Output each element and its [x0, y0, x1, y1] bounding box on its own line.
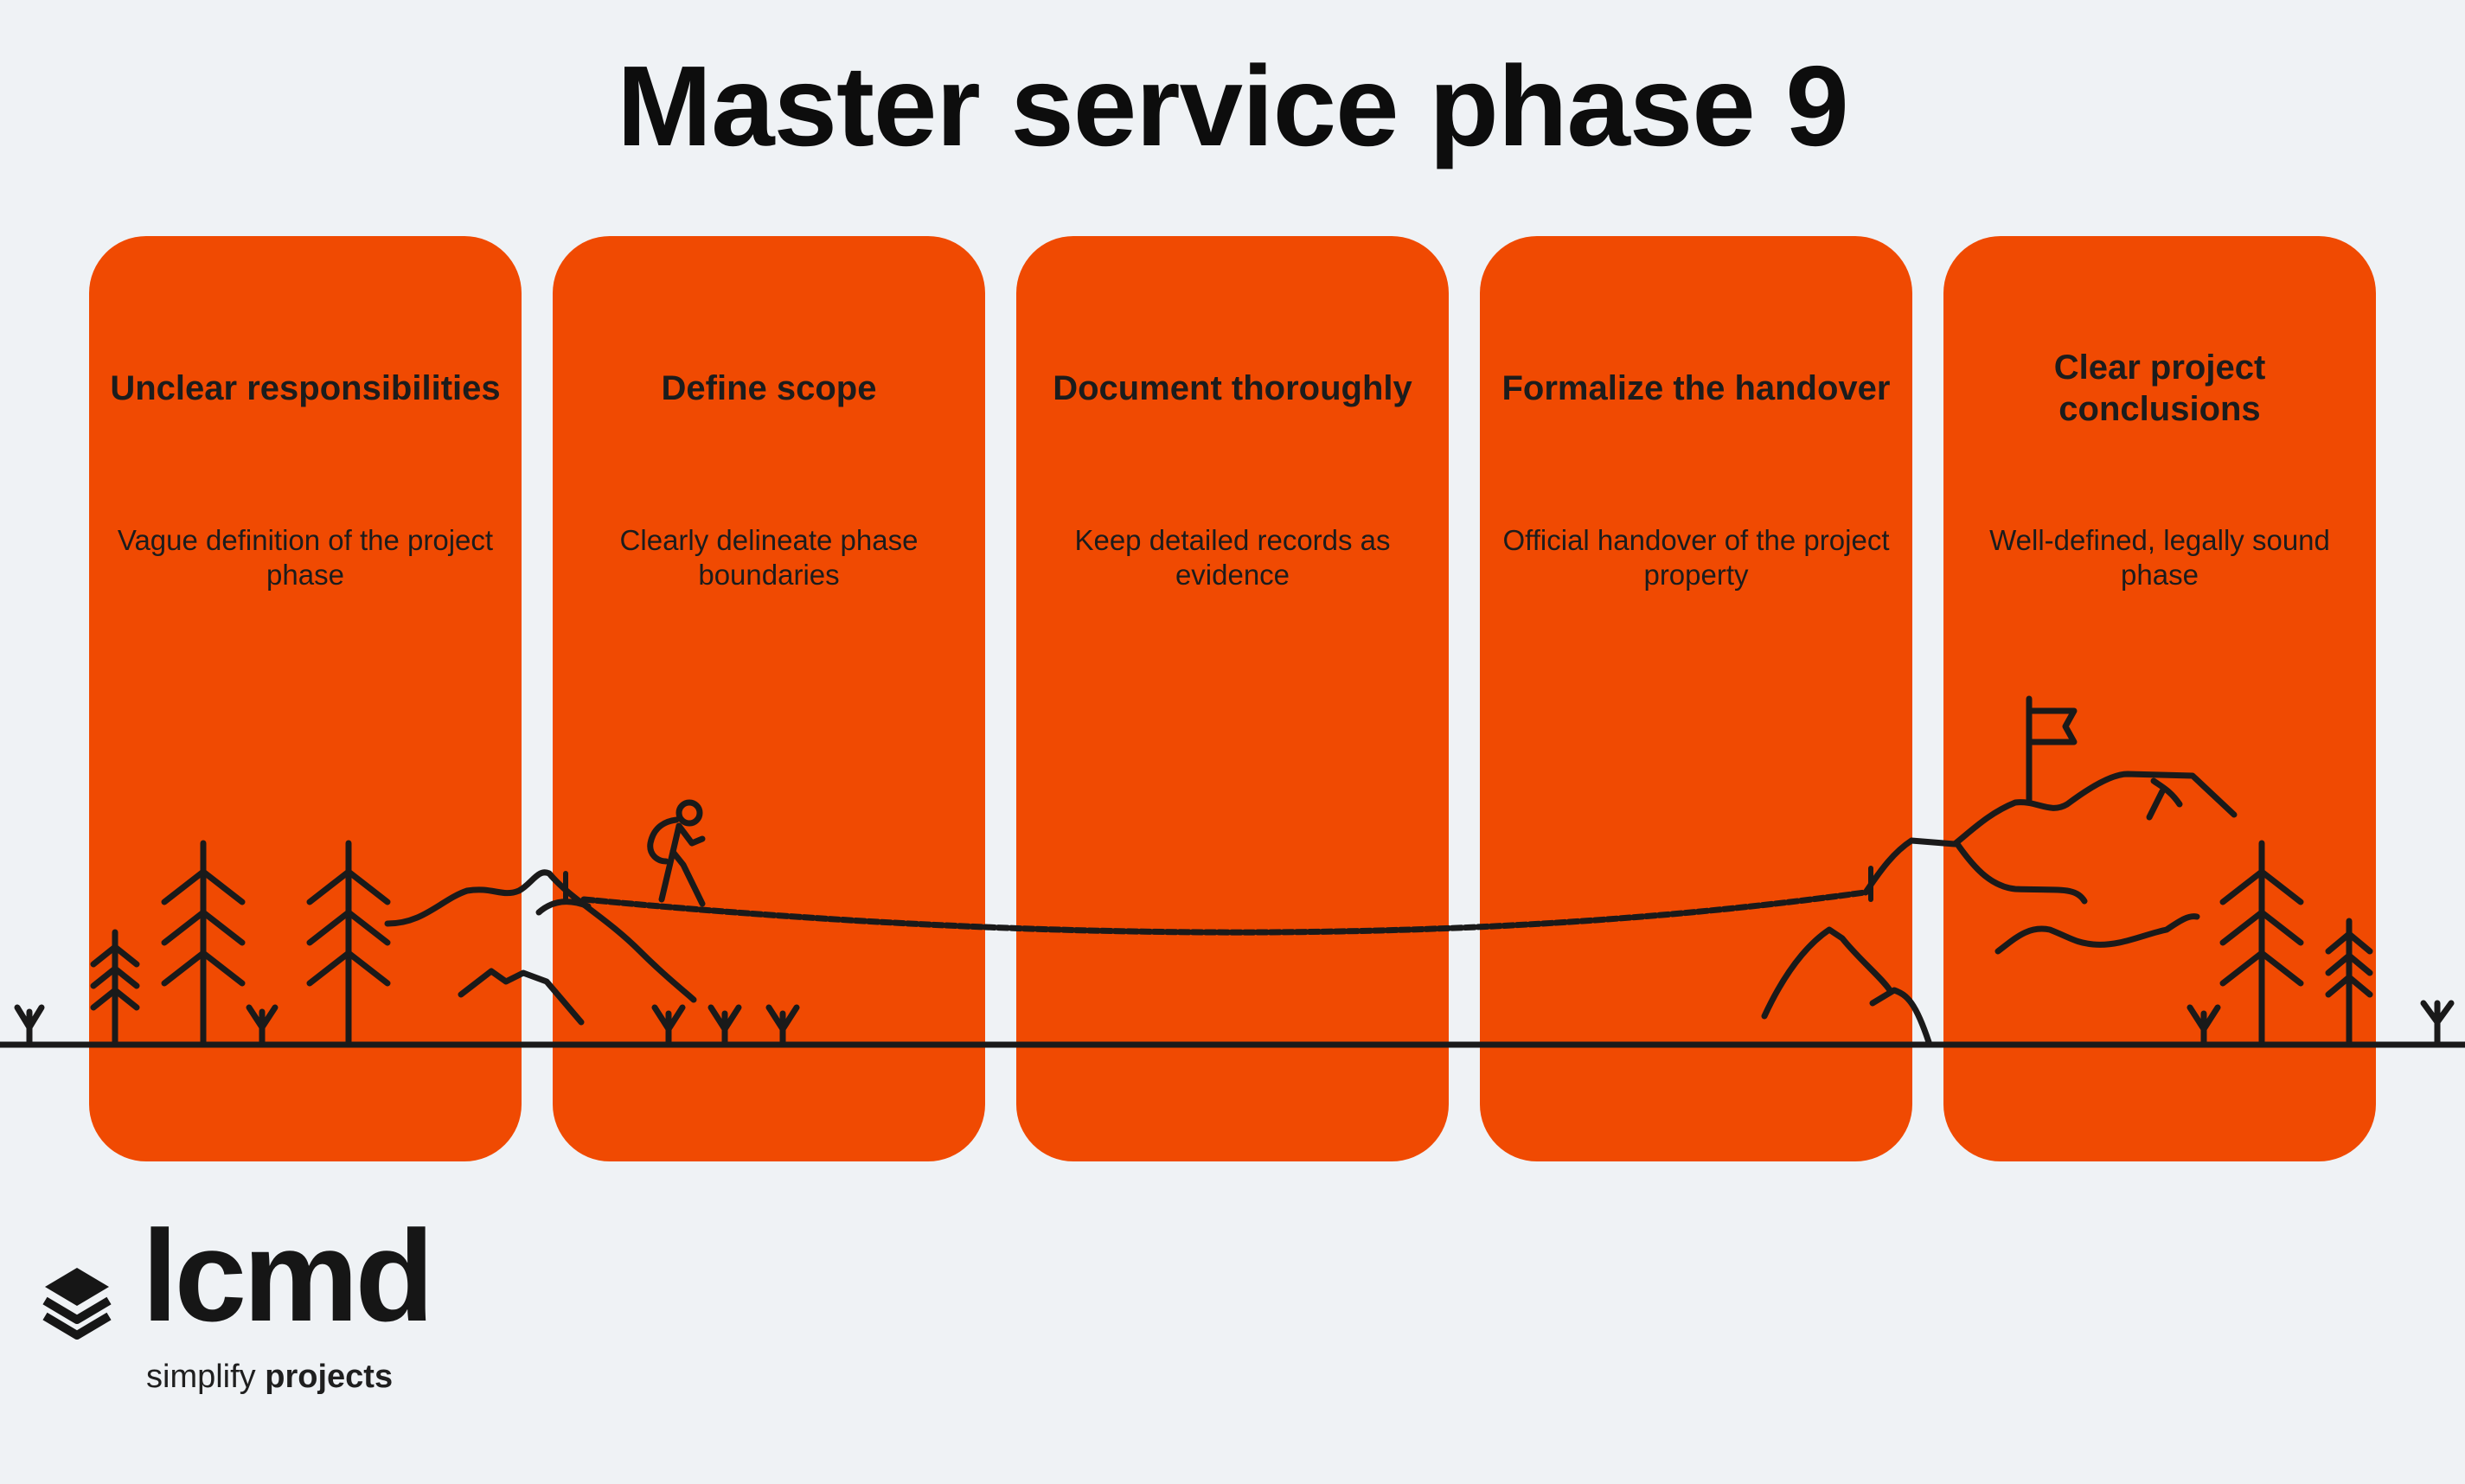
card-title: Clear project conclusions: [2053, 349, 2266, 428]
logo-stack-icon: [42, 1268, 112, 1340]
card-title: Unclear responsibilities: [110, 369, 501, 407]
phase-card-4: Formalize the handover Official handover…: [1480, 236, 1912, 1161]
card-title: Document thoroughly: [1053, 369, 1412, 407]
card-description: Keep detailed records as evidence: [1074, 524, 1391, 591]
sprout-icon: [14, 1004, 45, 1048]
phase-card-1: Unclear responsibilities Vague definitio…: [89, 236, 522, 1161]
page-title: Master service phase 9: [617, 42, 1849, 170]
card-description: Well-defined, legally sound phase: [1989, 524, 2330, 591]
phase-card-5: Clear project conclusions Well-defined, …: [1943, 236, 2376, 1161]
brand-logo: lcmd simplify projects: [38, 1211, 434, 1401]
card-description: Vague definition of the project phase: [117, 524, 494, 591]
logo-wordmark: lcmd: [142, 1203, 434, 1348]
phase-card-2: Define scope Clearly delineate phase bou…: [553, 236, 985, 1161]
phase-card-3: Document thoroughly Keep detailed record…: [1016, 236, 1449, 1161]
card-description: Official handover of the project propert…: [1502, 524, 1890, 591]
card-description: Clearly delineate phase boundaries: [619, 524, 919, 591]
tagline-bold: projects: [265, 1359, 394, 1395]
logo-tagline: simplify projects: [146, 1358, 393, 1396]
card-title: Formalize the handover: [1501, 369, 1891, 407]
tagline-regular: simplify: [146, 1359, 256, 1395]
sprout-icon: [2420, 1000, 2455, 1048]
card-title: Define scope: [661, 369, 877, 407]
